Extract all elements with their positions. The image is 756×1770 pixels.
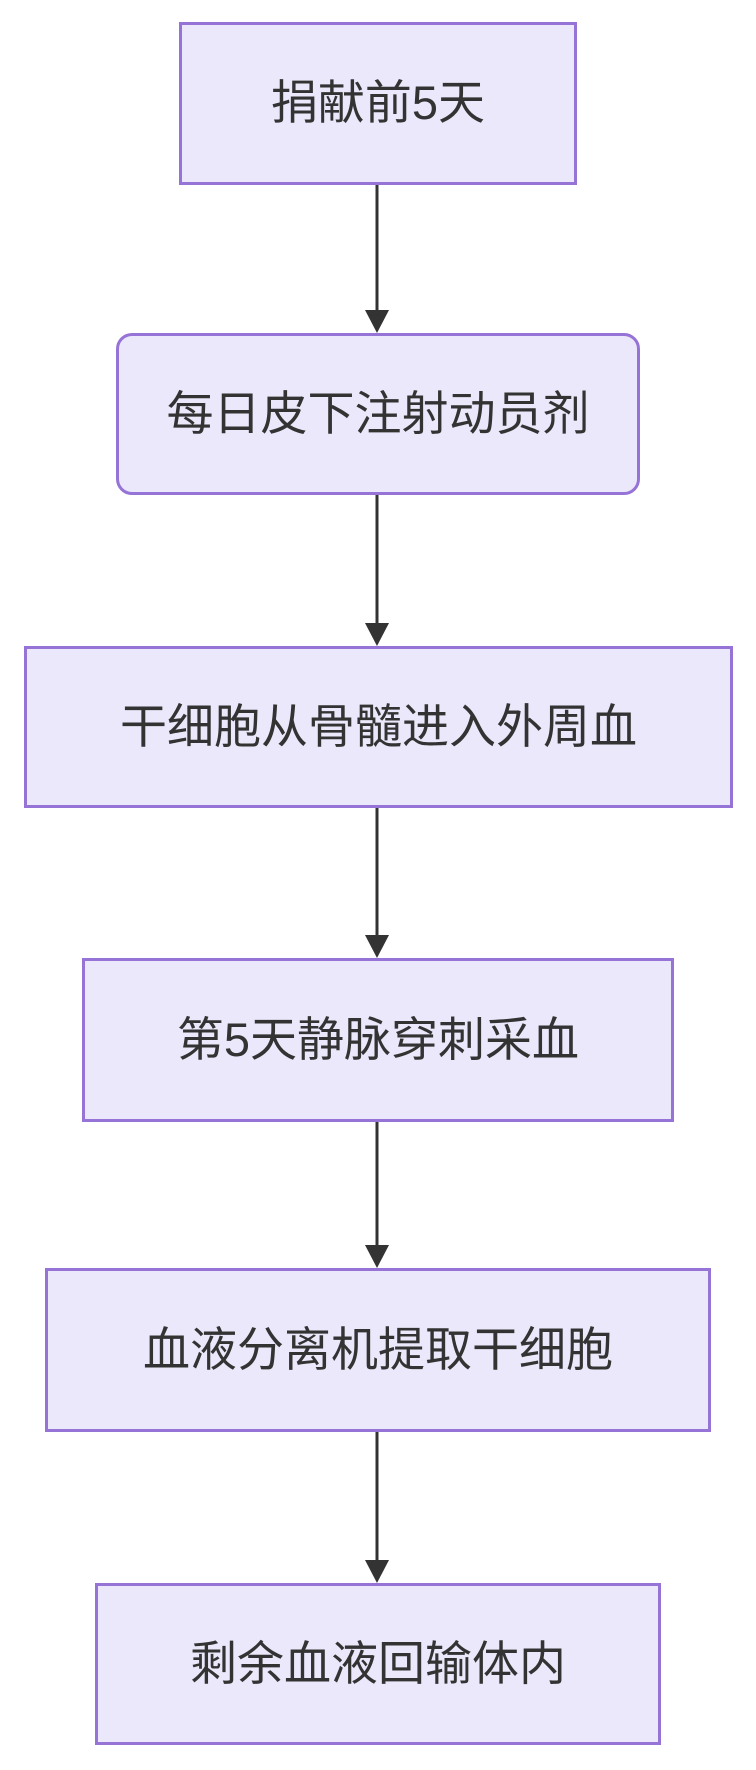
edge-arrow-1 [365, 185, 389, 333]
node-label: 血液分离机提取干细胞 [143, 1322, 613, 1376]
node-label: 剩余血液回输体内 [190, 1636, 566, 1690]
node-donation-minus-5-days: 捐献前5天 [179, 22, 577, 185]
node-label: 第5天静脉穿刺采血 [176, 1012, 580, 1066]
node-apheresis-machine-extracts-stem-cells: 血液分离机提取干细胞 [45, 1268, 711, 1432]
arrowhead-icon [365, 310, 389, 333]
edge-arrow-4 [365, 1122, 389, 1268]
node-stem-cells-enter-peripheral-blood: 干细胞从骨髓进入外周血 [24, 646, 733, 808]
arrowhead-icon [365, 623, 389, 646]
edge-arrow-2 [365, 495, 389, 646]
edge-arrow-5 [365, 1432, 389, 1583]
arrowhead-icon [365, 1560, 389, 1583]
node-remaining-blood-reinfused: 剩余血液回输体内 [95, 1583, 661, 1745]
node-daily-subcutaneous-injection: 每日皮下注射动员剂 [116, 333, 640, 495]
node-label: 捐献前5天 [270, 76, 486, 130]
arrowhead-icon [365, 1245, 389, 1268]
arrowhead-icon [365, 935, 389, 958]
edge-arrow-3 [365, 808, 389, 958]
node-label: 干细胞从骨髓进入外周血 [120, 699, 637, 753]
node-label: 每日皮下注射动员剂 [166, 386, 590, 440]
node-day5-venipuncture-blood-draw: 第5天静脉穿刺采血 [82, 958, 674, 1122]
